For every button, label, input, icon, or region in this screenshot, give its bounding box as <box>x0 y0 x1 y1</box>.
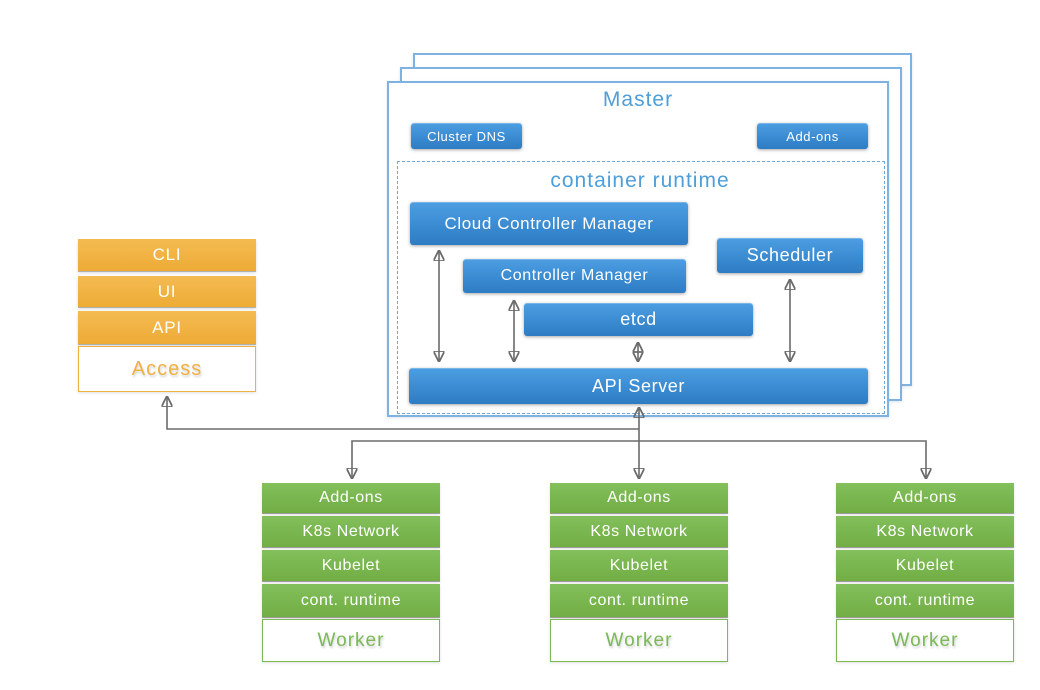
worker-row-k8s-network: K8s Network <box>550 516 728 547</box>
access-base-label: Access <box>131 357 203 380</box>
access-row-cli: CLI <box>78 239 256 271</box>
worker-base-box: Worker <box>262 619 440 662</box>
worker2-kubelet-label: Kubelet <box>609 556 669 574</box>
api-server-box: API Server <box>409 368 868 404</box>
access-row-ui: UI <box>78 276 256 307</box>
worker-base-box: Worker <box>550 619 728 662</box>
cli-label: CLI <box>152 245 182 264</box>
worker-node-1: Add-ons K8s Network Kubelet cont. runtim… <box>262 483 440 662</box>
worker3-cont-runtime-label: cont. runtime <box>874 591 976 609</box>
worker1-kubelet-label: Kubelet <box>321 556 381 574</box>
cluster-dns-box: Cluster DNS <box>411 123 522 149</box>
cloud-controller-manager-label: Cloud Controller Manager <box>444 213 654 233</box>
worker-row-cont-runtime: cont. runtime <box>262 584 440 617</box>
etcd-box: etcd <box>524 303 753 336</box>
worker-base-box: Worker <box>836 619 1014 662</box>
container-runtime-title: container runtime <box>550 169 730 192</box>
worker3-k8s-network-label: K8s Network <box>876 522 974 540</box>
worker2-cont-runtime-label: cont. runtime <box>588 591 690 609</box>
cluster-dns-label: Cluster DNS <box>427 128 506 144</box>
worker-row-kubelet: Kubelet <box>550 550 728 581</box>
worker2-k8s-network-label: K8s Network <box>590 522 688 540</box>
scheduler-label: Scheduler <box>746 245 834 265</box>
worker-row-cont-runtime: cont. runtime <box>836 584 1014 617</box>
cloud-controller-manager-box: Cloud Controller Manager <box>410 202 688 245</box>
access-base-box: Access <box>78 346 256 392</box>
ui-label: UI <box>157 281 177 301</box>
access-stack: CLI UI API Access <box>78 239 256 392</box>
worker-row-addons: Add-ons <box>836 483 1014 513</box>
worker2-addons-label: Add-ons <box>607 489 671 506</box>
worker2-base-label: Worker <box>605 629 673 651</box>
etcd-label: etcd <box>620 309 657 329</box>
api-label: API <box>152 317 182 337</box>
worker-row-k8s-network: K8s Network <box>836 516 1014 547</box>
worker1-base-label: Worker <box>317 629 385 651</box>
worker-node-2: Add-ons K8s Network Kubelet cont. runtim… <box>550 483 728 662</box>
worker-row-addons: Add-ons <box>262 483 440 513</box>
scheduler-box: Scheduler <box>717 238 863 273</box>
worker3-kubelet-label: Kubelet <box>895 556 955 574</box>
worker-node-3: Add-ons K8s Network Kubelet cont. runtim… <box>836 483 1014 662</box>
worker3-addons-label: Add-ons <box>893 489 957 506</box>
worker1-cont-runtime-label: cont. runtime <box>300 591 402 609</box>
worker1-addons-label: Add-ons <box>319 489 383 506</box>
master-addons-box: Add-ons <box>757 123 868 149</box>
worker-row-kubelet: Kubelet <box>262 550 440 581</box>
worker-row-cont-runtime: cont. runtime <box>550 584 728 617</box>
master-title: Master <box>602 88 674 111</box>
worker1-k8s-network-label: K8s Network <box>302 522 400 540</box>
api-server-label: API Server <box>591 375 686 396</box>
worker-row-k8s-network: K8s Network <box>262 516 440 547</box>
worker-row-addons: Add-ons <box>550 483 728 513</box>
arrow-apiserver-workers-1-3 <box>352 440 926 477</box>
controller-manager-box: Controller Manager <box>463 259 686 293</box>
master-addons-label: Add-ons <box>786 128 839 144</box>
worker3-base-label: Worker <box>891 629 959 651</box>
worker-row-kubelet: Kubelet <box>836 550 1014 581</box>
access-row-api: API <box>78 311 256 344</box>
controller-manager-label: Controller Manager <box>500 267 649 284</box>
